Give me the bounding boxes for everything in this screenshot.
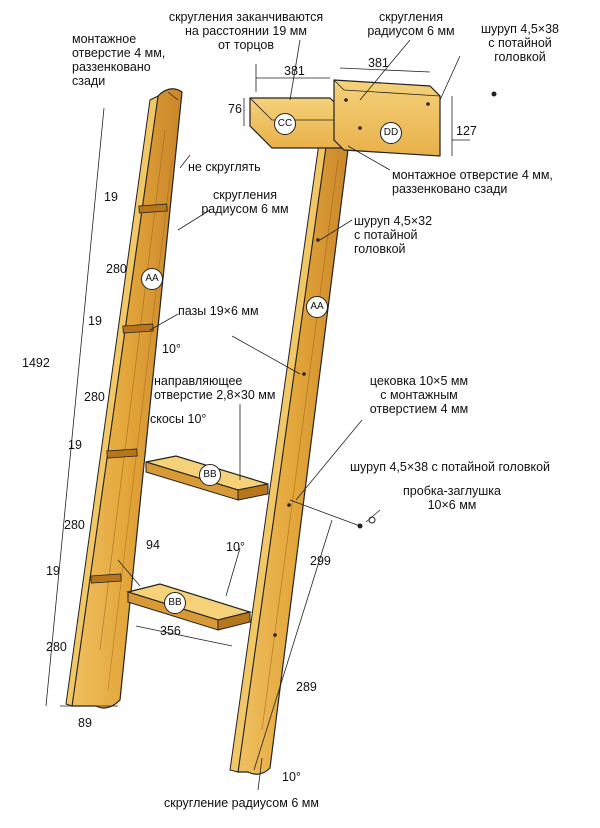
part-label-aa-left: AA: [141, 268, 163, 290]
dim-127: 127: [456, 124, 477, 138]
label-rounds-r6-top: скругления радиусом 6 мм: [367, 10, 455, 38]
dim-94: 94: [146, 538, 160, 552]
dim-19-a: 19: [104, 190, 118, 204]
part-label-bb-upper: BB: [199, 464, 221, 486]
dim-280-c: 280: [64, 518, 85, 532]
label-screw-38-side: шуруп 4,5×38 с потайной головкой: [350, 460, 551, 474]
label-no-round: не скруглять: [188, 160, 261, 174]
dim-289: 289: [296, 680, 317, 694]
label-mount-hole-1: монтажное отверстие 4 мм, раззенковано с…: [72, 32, 166, 88]
dim-19-c: 19: [68, 438, 82, 452]
label-grooves: пазы 19×6 мм: [178, 304, 259, 318]
dim-356: 356: [160, 624, 181, 638]
left-rail: [65, 88, 183, 709]
back-board-dd: [333, 79, 441, 157]
label-counterbore: цековка 10×5 мм с монтажным отверстием 4…: [369, 374, 469, 416]
dim-381-b: 381: [368, 56, 389, 70]
label-bevels: скосы 10°: [150, 412, 207, 426]
dim-19-d: 19: [46, 564, 60, 578]
label-plug: пробка-заглушка 10×6 мм: [403, 484, 501, 512]
dim-10-b: 10°: [226, 540, 245, 554]
dim-10-c: 10°: [282, 770, 301, 784]
label-screw-32: шуруп 4,5×32 с потайной головкой: [354, 214, 433, 256]
dim-280-d: 280: [46, 640, 67, 654]
label-rounds-end: скругления заканчиваются на расстоянии 1…: [168, 10, 324, 52]
dim-76: 76: [228, 102, 242, 116]
dim-89: 89: [78, 716, 92, 730]
part-label-dd: DD: [380, 122, 402, 144]
dim-299: 299: [310, 554, 331, 568]
top-rail-cc: [249, 97, 353, 149]
label-bottom-round: скругление радиусом 6 мм: [164, 796, 319, 810]
label-screw-38-top: шуруп 4,5×38 с потайной головкой: [480, 22, 560, 64]
label-pilot-hole: направляющее отверстие 2,8×30 мм: [154, 374, 276, 402]
dim-19-b: 19: [88, 314, 102, 328]
screws: [357, 91, 497, 529]
leader-lines: [45, 39, 470, 791]
label-mount-hole-2: монтажное отверстие 4 мм, раззенковано с…: [392, 168, 553, 196]
part-label-bb-lower: BB: [164, 592, 186, 614]
part-label-cc: CC: [274, 113, 296, 135]
label-rounds-r6-mid: скругления радиусом 6 мм: [201, 188, 289, 216]
step-bb-lower: [125, 583, 253, 631]
dim-280-a: 280: [106, 262, 127, 276]
dim-10-a: 10°: [162, 342, 181, 356]
dim-1492: 1492: [22, 356, 50, 370]
dim-280-b: 280: [84, 390, 105, 404]
dim-381-a: 381: [284, 64, 305, 78]
part-label-aa-right: AA: [306, 296, 328, 318]
